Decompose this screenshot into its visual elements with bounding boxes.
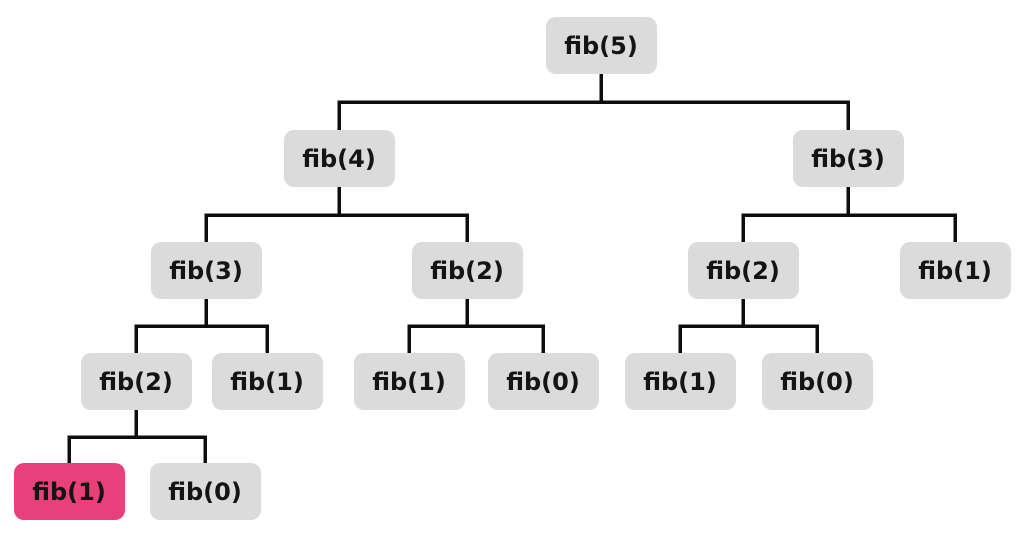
tree-node-n12: fib(0): [761, 353, 873, 410]
tree-node-label: fib(1): [918, 256, 992, 285]
tree-node-n3: fib(3): [150, 242, 262, 299]
tree-node-n1: fib(4): [283, 130, 395, 187]
tree-node-label: fib(2): [430, 256, 504, 285]
tree-node-label: fib(5): [564, 31, 638, 60]
tree-node-n13-highlighted: fib(1): [13, 463, 125, 520]
tree-node-label: fib(1): [32, 477, 106, 506]
tree-node-label: fib(0): [780, 367, 854, 396]
tree-node-label: fib(1): [230, 367, 304, 396]
tree-node-label: fib(0): [506, 367, 580, 396]
tree-node-label: fib(0): [168, 477, 242, 506]
tree-node-label: fib(4): [302, 144, 376, 173]
tree-node-n2: fib(3): [792, 130, 904, 187]
tree-node-label: fib(2): [706, 256, 780, 285]
tree-node-n4: fib(2): [411, 242, 523, 299]
tree-node-label: fib(1): [643, 367, 717, 396]
tree-node-label: fib(2): [99, 367, 173, 396]
tree-node-n7: fib(2): [80, 353, 192, 410]
tree-node-n9: fib(1): [353, 353, 465, 410]
tree-node-n8: fib(1): [211, 353, 323, 410]
tree-node-n5: fib(2): [687, 242, 799, 299]
tree-node-n0: fib(5): [545, 17, 657, 74]
tree-node-n11: fib(1): [624, 353, 736, 410]
tree-node-label: fib(3): [811, 144, 885, 173]
tree-node-n10: fib(0): [487, 353, 599, 410]
tree-node-n14: fib(0): [149, 463, 261, 520]
tree-node-label: fib(3): [169, 256, 243, 285]
tree-node-label: fib(1): [372, 367, 446, 396]
tree-node-n6: fib(1): [899, 242, 1011, 299]
